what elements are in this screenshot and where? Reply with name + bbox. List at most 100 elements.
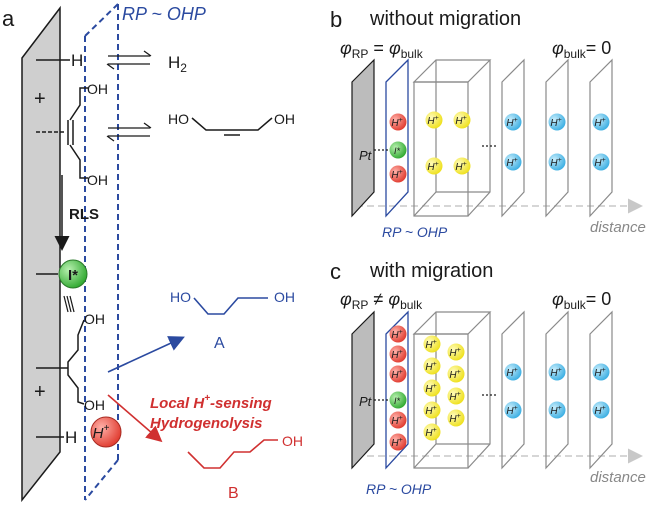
proton-ball xyxy=(90,416,122,448)
ion-h-cyan: H+ xyxy=(504,363,522,381)
svg-text:H+: H+ xyxy=(455,115,466,127)
h-adsorbed-top: H xyxy=(71,51,83,70)
svg-text:H+: H+ xyxy=(427,161,438,173)
svg-text:H+: H+ xyxy=(506,117,517,129)
product-a-structure xyxy=(193,297,268,315)
ion-h-yellow: H+ xyxy=(453,111,471,129)
ion-h-yellow: H+ xyxy=(453,157,471,175)
plus-sign-2: + xyxy=(34,381,46,403)
ion-h-yellow: H+ xyxy=(447,409,465,427)
svg-text:I*: I* xyxy=(394,146,401,156)
ion-h-red: H+ xyxy=(389,325,407,343)
svg-text:H+: H+ xyxy=(391,369,402,381)
svg-text:H+: H+ xyxy=(391,169,402,181)
svg-text:H+: H+ xyxy=(550,405,561,417)
electrode-surface xyxy=(21,5,61,503)
product-a-ho: HO xyxy=(170,289,191,305)
ion-h-yellow: H+ xyxy=(423,401,441,419)
svg-text:H+: H+ xyxy=(506,367,517,379)
ion-h-cyan: H+ xyxy=(592,401,610,419)
svg-text:H+: H+ xyxy=(449,413,460,425)
ion-h-yellow: H+ xyxy=(425,157,443,175)
svg-text:H+: H+ xyxy=(594,367,605,379)
ion-h-cyan: H+ xyxy=(592,153,610,171)
ion-h-red: H+ xyxy=(389,113,407,131)
ion-h-yellow: H+ xyxy=(423,357,441,375)
svg-text:H+: H+ xyxy=(425,383,436,395)
svg-text:H+: H+ xyxy=(550,367,561,379)
svg-text:H+: H+ xyxy=(594,117,605,129)
oh-label-1: OH xyxy=(87,81,108,97)
ion-h-cyan: H+ xyxy=(592,363,610,381)
panel-b-bulk-plane-3 xyxy=(589,58,613,218)
panel-c-title: with migration xyxy=(369,260,493,282)
svg-text:H+: H+ xyxy=(425,361,436,373)
ion-h-red: H+ xyxy=(389,345,407,363)
adsorbed-butanediol xyxy=(36,319,85,405)
product-b-structure xyxy=(187,439,278,469)
proton-label: H+ xyxy=(93,423,110,442)
ion-h-yellow: H+ xyxy=(425,111,443,129)
panel-c-label: c xyxy=(330,259,341,284)
ion-h-cyan: H+ xyxy=(548,363,566,381)
svg-text:H+: H+ xyxy=(425,405,436,417)
panel-b-phi-relation: φRP = φbulk xyxy=(340,38,424,61)
ion-h-yellow: H+ xyxy=(423,423,441,441)
h2-label: H2 xyxy=(168,53,187,75)
h-adsorbed-bottom: H xyxy=(65,428,77,447)
panel-b-rp-label: RP ~ OHP xyxy=(382,224,448,240)
rp-ohp-label: RP ~ OHP xyxy=(122,4,206,24)
panel-a-label: a xyxy=(2,6,15,31)
panel-c-ions: H+ H+ H+ I* H+ H+ H+ H+ H+ H+ H+ H+ H+ H+ H+ H+ H+ H+ H+ H+… xyxy=(389,325,610,451)
local-h-sensing-line2: Hydrogenolysis xyxy=(150,415,263,432)
oh-label-4: OH xyxy=(84,397,105,413)
panel-c-pt-plate xyxy=(351,310,375,470)
ion-h-red: H+ xyxy=(389,411,407,429)
panel-c-bulk-plane-1 xyxy=(501,310,525,470)
product-b-label: B xyxy=(228,485,239,502)
panel-c-bulk-plane-3 xyxy=(589,310,613,470)
svg-text:H+: H+ xyxy=(425,427,436,439)
svg-text:H+: H+ xyxy=(506,157,517,169)
panel-c-rp-plane xyxy=(385,310,409,470)
svg-text:H+: H+ xyxy=(506,405,517,417)
ion-intermediate: I* xyxy=(389,141,407,159)
panel-b-bulk-plane-2 xyxy=(545,58,569,218)
ion-h-cyan: H+ xyxy=(592,113,610,131)
ion-h-yellow: H+ xyxy=(423,379,441,397)
panel-a: a RP ~ OHP H H2 + O xyxy=(2,3,303,503)
panel-c-rp-label: RP ~ OHP xyxy=(366,481,432,497)
svg-text:H+: H+ xyxy=(449,369,460,381)
svg-text:H+: H+ xyxy=(550,157,561,169)
ion-h-yellow: H+ xyxy=(447,343,465,361)
arrow-to-product-b xyxy=(107,394,163,443)
panel-b-ions: H+ I* H+ H+ H+ H+ H+ H+ H+ H+ H+ H+ H+ xyxy=(389,111,610,183)
panel-c-pt-label: Pt xyxy=(359,394,373,409)
svg-text:H+: H+ xyxy=(391,415,402,427)
panel-c-bulk-plane-2 xyxy=(545,310,569,470)
panel-b-bulk-plane-1 xyxy=(501,58,525,218)
arrow-to-product-a xyxy=(107,336,185,373)
panel-b-label: b xyxy=(330,7,342,32)
butenediol-ho: HO xyxy=(168,111,189,127)
product-b-oh: OH xyxy=(282,433,303,449)
equilibrium-arrows-h2 xyxy=(106,50,152,70)
rls-label: RLS xyxy=(69,206,99,223)
svg-text:H+: H+ xyxy=(391,329,402,341)
product-a-oh: OH xyxy=(274,289,295,305)
ion-h-yellow: H+ xyxy=(447,387,465,405)
svg-text:H+: H+ xyxy=(391,349,402,361)
ion-intermediate: I* xyxy=(389,391,407,409)
panel-b-title: without migration xyxy=(369,8,521,30)
ion-h-yellow: H+ xyxy=(423,335,441,353)
panel-b-pt-plate xyxy=(351,58,375,218)
panel-c: c with migration φRP ≠ φbulk φbulk= 0 di… xyxy=(330,259,646,497)
svg-text:H+: H+ xyxy=(594,405,605,417)
panel-c-diffuse-box xyxy=(412,311,492,469)
svg-text:H+: H+ xyxy=(391,117,402,129)
panel-b-rp-plane xyxy=(385,58,409,218)
svg-text:H+: H+ xyxy=(391,437,402,449)
ion-h-cyan: H+ xyxy=(548,113,566,131)
plus-sign-1: + xyxy=(34,88,46,110)
